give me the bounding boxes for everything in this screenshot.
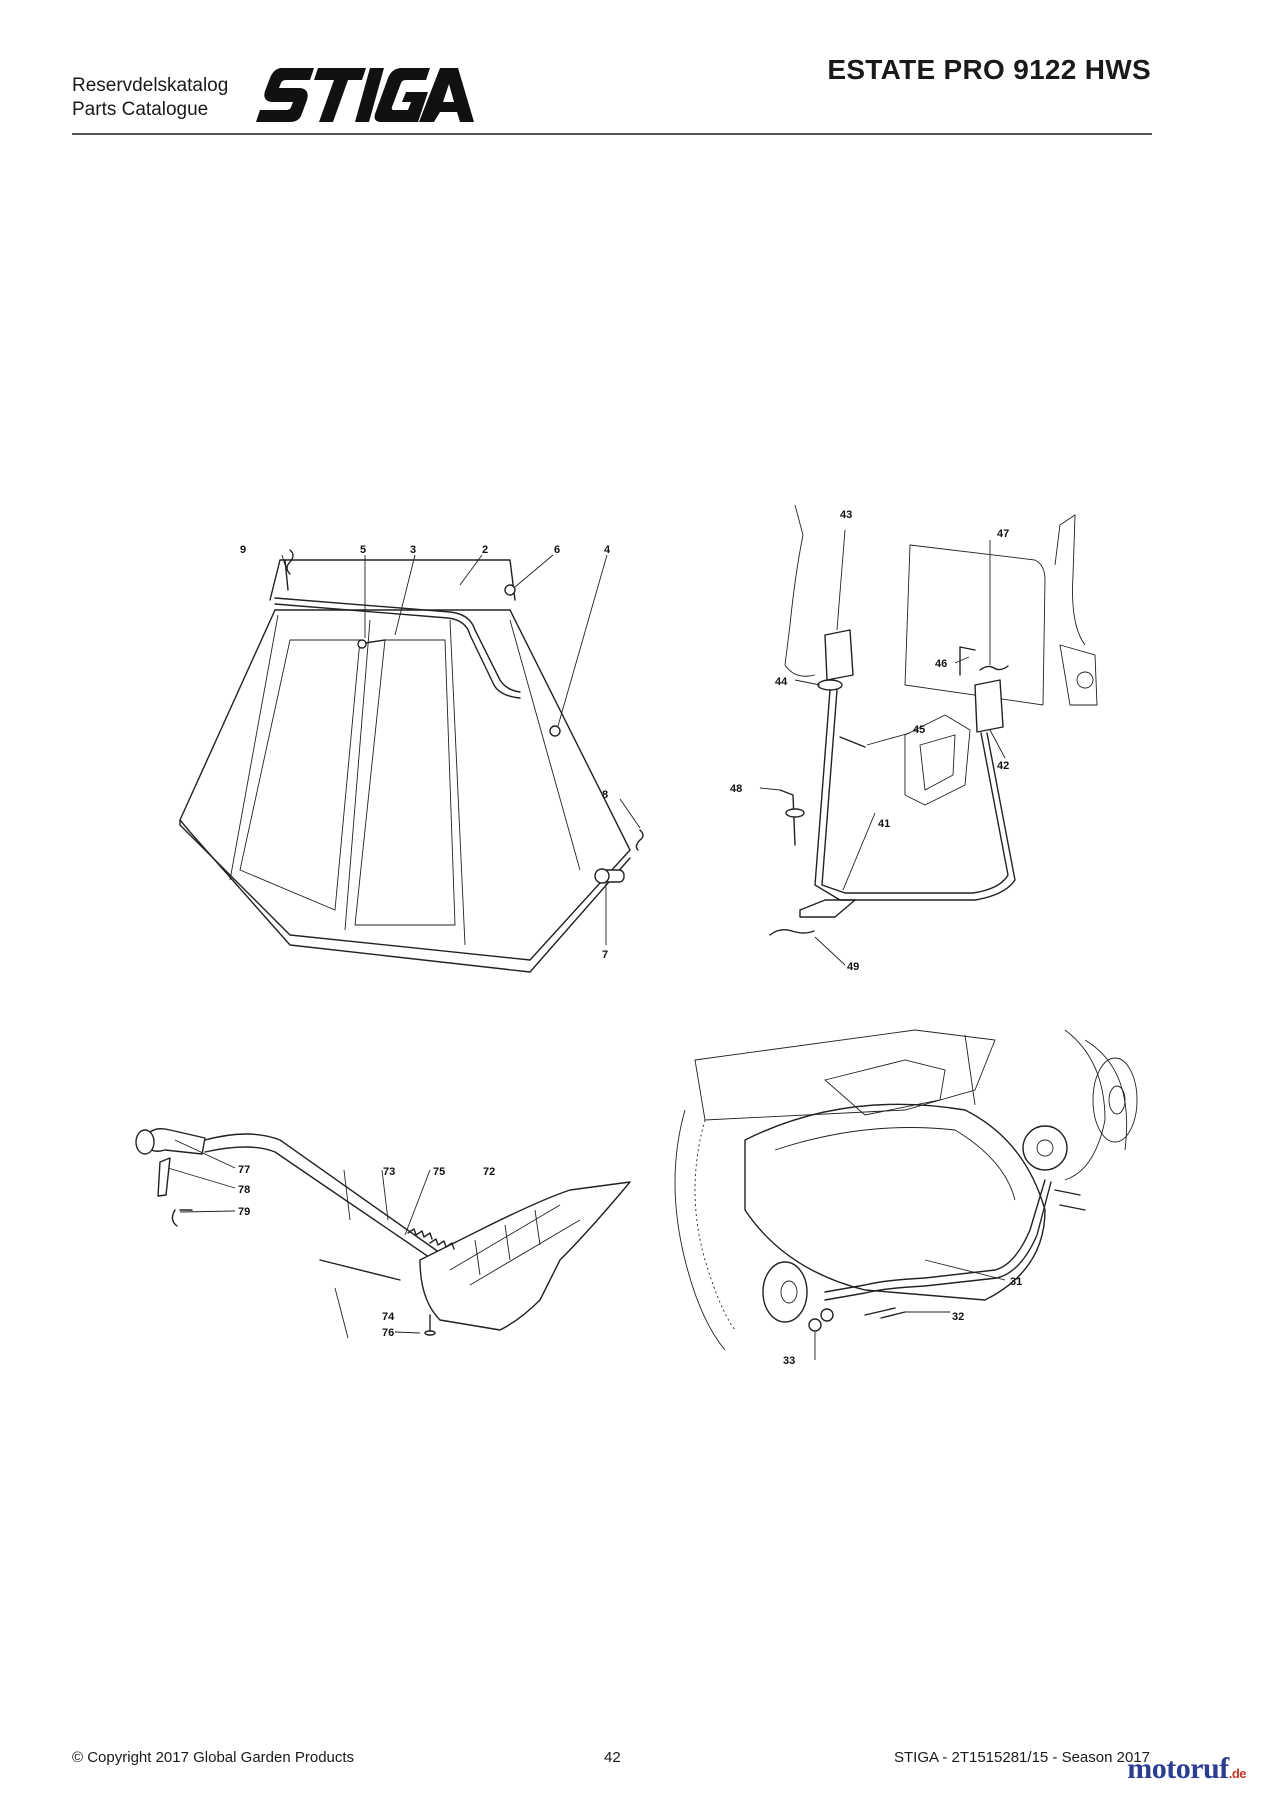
callout-7: 7 (602, 949, 608, 961)
collector-callouts: 9 5 3 2 6 4 8 7 (240, 544, 611, 961)
callout-8: 8 (602, 789, 608, 801)
header-divider (72, 133, 1152, 135)
callout-44: 44 (775, 676, 788, 688)
model-name: ESTATE PRO 9122 HWS (827, 54, 1151, 85)
chute-callouts: 77 78 79 73 75 72 74 76 (238, 1164, 495, 1339)
chute-lever-diagram: 77 78 79 73 75 72 74 76 (135, 1128, 631, 1339)
callout-75: 75 (433, 1166, 445, 1178)
catalogue-heading: Reservdelskatalog Parts Catalogue (72, 74, 228, 122)
watermark-site: motoruf (1127, 1752, 1229, 1785)
callout-74: 74 (382, 1311, 395, 1323)
callout-41: 41 (878, 818, 890, 830)
lift-linkage-diagram: 43 47 46 44 45 42 48 41 49 (730, 504, 1098, 1106)
catalogue-title-english: Parts Catalogue (72, 99, 209, 120)
document-reference: STIGA - 2T1515281/15 - Season 2017 (893, 1749, 1150, 1766)
callout-31: 31 (1010, 1276, 1022, 1288)
callout-9: 9 (240, 544, 246, 556)
callout-2: 2 (482, 544, 488, 556)
stiga-logo (256, 68, 474, 122)
callout-79: 79 (238, 1206, 250, 1218)
callout-47: 47 (997, 528, 1009, 540)
deck-callouts: 31 32 33 (783, 1276, 1022, 1367)
callout-48: 48 (730, 783, 742, 795)
watermark-tld: .de (1228, 1766, 1247, 1781)
callout-33: 33 (783, 1355, 795, 1367)
callout-73: 73 (383, 1166, 395, 1178)
linkage-callouts: 43 47 46 44 45 42 48 41 49 (730, 509, 1009, 973)
callout-4: 4 (604, 544, 611, 556)
deck-wheel-diagram: 31 32 33 (674, 1029, 1138, 1367)
callout-45: 45 (913, 724, 925, 736)
callout-32: 32 (952, 1311, 964, 1323)
callout-6: 6 (554, 544, 560, 556)
callout-76: 76 (382, 1327, 394, 1339)
callout-5: 5 (360, 544, 366, 556)
copyright-notice: © Copyright 2017 Global Garden Products (72, 1749, 355, 1766)
callout-42: 42 (997, 760, 1009, 772)
page-number: 42 (604, 1749, 621, 1766)
callout-46: 46 (935, 658, 947, 670)
callout-3: 3 (410, 544, 416, 556)
motoruf-watermark: motoruf.de (1127, 1752, 1246, 1786)
catalogue-title-swedish: Reservdelskatalog (72, 75, 229, 96)
callout-78: 78 (238, 1184, 250, 1196)
callout-77: 77 (238, 1164, 250, 1176)
grass-collector-diagram: 9 5 3 2 6 4 8 7 (179, 544, 644, 973)
callout-43: 43 (840, 509, 852, 521)
callout-72: 72 (483, 1166, 495, 1178)
callout-49: 49 (847, 961, 859, 973)
